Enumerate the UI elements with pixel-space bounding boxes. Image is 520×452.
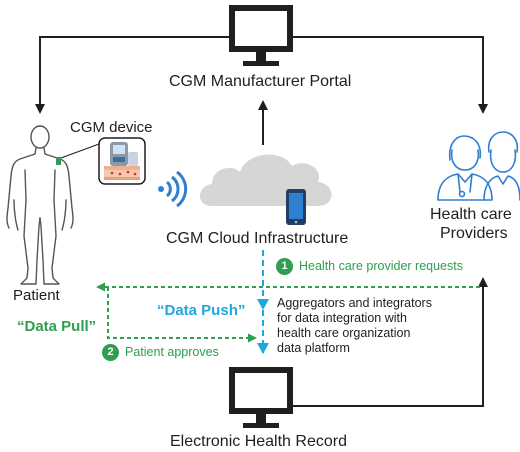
aggregators-line-3: health care organization bbox=[277, 326, 411, 340]
smartphone-icon bbox=[286, 189, 306, 225]
providers-label-line2: Providers bbox=[440, 225, 508, 242]
aggregators-line-4: data platform bbox=[277, 341, 350, 355]
ehr-label: Electronic Health Record bbox=[170, 433, 347, 450]
portal-label: CGM Manufacturer Portal bbox=[169, 73, 352, 90]
cloud-icon bbox=[200, 154, 332, 206]
wireless-signal-icon bbox=[158, 170, 188, 208]
step2-label: Patient approves bbox=[125, 345, 219, 359]
sensor-patch bbox=[56, 157, 61, 165]
arrow-portal-to-patient bbox=[35, 36, 229, 114]
patient-label: Patient bbox=[13, 287, 60, 304]
portal-monitor-icon bbox=[229, 5, 293, 66]
patient-figure-icon bbox=[6, 125, 74, 285]
aggregators-line-1: Aggregators and integrators bbox=[277, 296, 432, 310]
providers-label-line1: Health care bbox=[430, 206, 512, 223]
step1-label: Health care provider requests bbox=[299, 259, 463, 273]
data-pull-approve-line bbox=[107, 287, 257, 343]
cgm-device-inset bbox=[60, 137, 146, 185]
aggregators-line-2: for data integration with bbox=[277, 311, 407, 325]
arrow-portal-to-providers bbox=[293, 36, 488, 114]
providers-icon bbox=[437, 131, 520, 201]
step2-badge: 2 bbox=[102, 344, 119, 361]
cloud-label: CGM Cloud Infrastructure bbox=[166, 230, 349, 247]
step1-badge: 1 bbox=[276, 258, 293, 275]
cgm-device-label: CGM device bbox=[70, 119, 153, 136]
ehr-monitor-icon bbox=[229, 367, 293, 428]
data-pull-label: “Data Pull” bbox=[17, 318, 97, 335]
arrow-ehr-to-providers bbox=[293, 277, 488, 407]
data-push-label: “Data Push” bbox=[157, 302, 246, 319]
